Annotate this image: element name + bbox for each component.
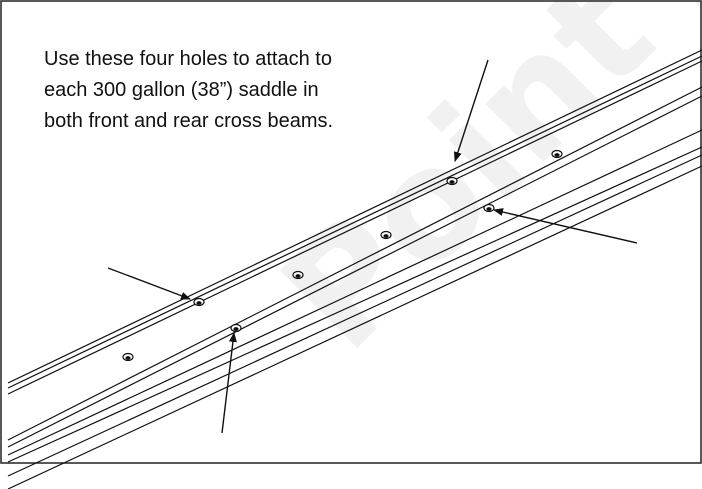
callout-arrows bbox=[107, 59, 638, 434]
arrow-hole-right bbox=[493, 208, 638, 244]
arrow-hole-bottom bbox=[221, 332, 237, 434]
instruction-line: Use these four holes to attach to bbox=[44, 48, 332, 70]
diagram-border bbox=[0, 0, 702, 464]
hole bbox=[446, 176, 458, 186]
hole bbox=[230, 323, 242, 333]
beam-holes bbox=[122, 149, 563, 362]
hole bbox=[292, 270, 304, 280]
instruction-line: both front and rear cross beams. bbox=[44, 110, 334, 132]
beam-lines bbox=[7, 49, 702, 489]
hole bbox=[193, 297, 205, 307]
arrow-hole-left bbox=[107, 267, 191, 300]
instruction-callout: Use these four holes to attach to each 3… bbox=[44, 44, 424, 137]
arrow-hole-top bbox=[453, 59, 489, 162]
hole bbox=[380, 230, 392, 240]
hole bbox=[122, 352, 134, 362]
hole bbox=[483, 203, 495, 213]
hole bbox=[551, 149, 563, 159]
instruction-line: each 300 gallon (38”) saddle in bbox=[44, 79, 319, 101]
